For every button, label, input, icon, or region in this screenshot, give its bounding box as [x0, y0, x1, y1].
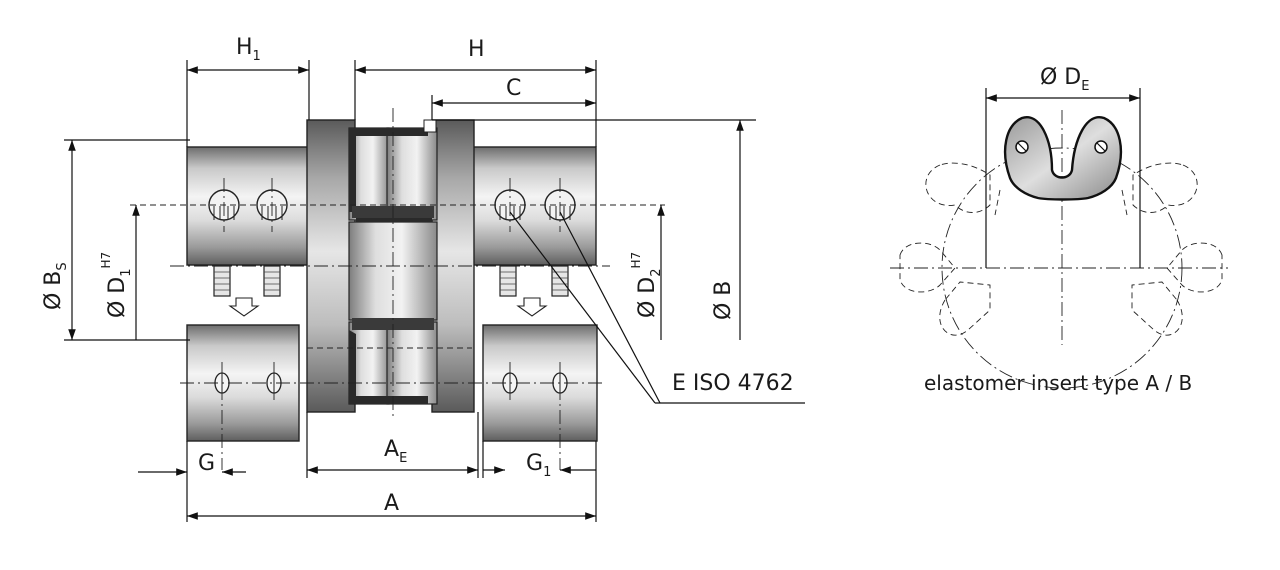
right-hub: [471, 146, 597, 266]
label-a: A: [384, 491, 399, 516]
label-g: G: [198, 451, 215, 476]
label-screw-standard: E ISO 4762: [672, 371, 794, 396]
label-d2: Ø D2H7: [629, 252, 664, 318]
dimension-lines: [64, 60, 805, 522]
left-hub: [186, 146, 310, 266]
label-b: Ø B: [711, 281, 736, 320]
label-ae: AE: [384, 437, 407, 466]
elastomer-insert-detail: Ø DE: [890, 65, 1228, 389]
label-h: H: [468, 37, 485, 62]
coupling-side-view: [130, 108, 665, 470]
elastomer-insert-lower: [349, 330, 428, 404]
insert-tooth-shape: [1003, 116, 1123, 201]
assembly-arrow-right: [516, 297, 548, 317]
label-c: C: [506, 76, 521, 101]
label-g1: G1: [526, 451, 551, 480]
dimension-labels: H1 H C Ø BS Ø D1H7 Ø D2H7 Ø B E ISO 4762…: [41, 35, 794, 516]
flange-step: [423, 119, 437, 133]
label-de: Ø DE: [1040, 65, 1089, 94]
insert-type-caption: elastomer insert type A / B: [924, 371, 1192, 395]
assembly-arrow-left: [228, 297, 260, 317]
label-d1: Ø D1H7: [99, 252, 134, 318]
label-bs: Ø BS: [41, 262, 70, 310]
label-h1: H1: [236, 35, 261, 64]
jaw-lower-right: [386, 321, 438, 405]
